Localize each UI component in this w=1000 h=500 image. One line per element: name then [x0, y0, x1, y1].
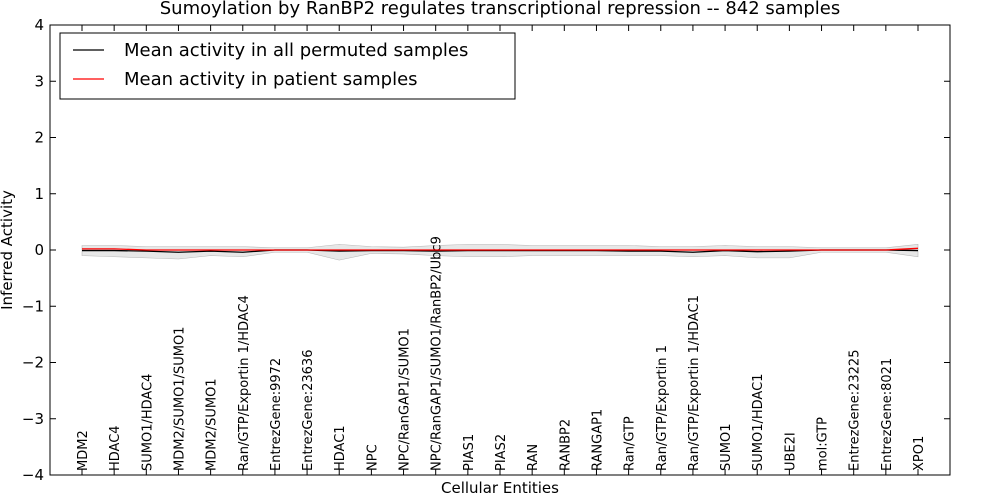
y-tick-label: −3 [22, 410, 44, 428]
x-tick-label: MDM2/SUMO1 [205, 378, 220, 471]
plot-frame [49, 24, 951, 476]
x-tick-label: Ran/GTP [623, 416, 638, 471]
y-tick-label: 3 [34, 72, 44, 90]
x-tick-label: NPC/RanGAP1/SUMO1/RanBP2/Ubc9 [430, 236, 445, 471]
y-tick-label: −4 [22, 466, 44, 484]
x-tick-label: HDAC4 [108, 425, 123, 471]
x-tick-label: EntrezGene:9972 [269, 358, 284, 471]
x-tick-label: EntrezGene:23636 [301, 350, 316, 471]
x-tick-label: Ran/GTP/Exportin 1/HDAC4 [237, 295, 252, 471]
chart-title: Sumoylation by RanBP2 regulates transcri… [160, 0, 841, 19]
y-tick-label: 4 [34, 16, 44, 34]
x-tick-label: MDM2 [76, 430, 91, 471]
y-tick-label: 2 [34, 129, 44, 147]
x-tick-label: RAN [526, 444, 541, 471]
x-tick-label: RANGAP1 [590, 409, 605, 471]
x-tick-label: EntrezGene:8021 [880, 358, 895, 471]
x-tick-label: EntrezGene:23225 [848, 350, 863, 471]
x-tick-label: UBE2I [783, 432, 798, 471]
x-tick-label: SUMO1/HDAC1 [751, 374, 766, 471]
legend: Mean activity in all permuted samples Me… [59, 32, 516, 100]
y-tick-label: −2 [22, 354, 44, 372]
x-tick-label: Ran/GTP/Exportin 1/HDAC1 [687, 295, 702, 471]
x-tick-label: SUMO1 [719, 424, 734, 472]
x-tick-label: PIAS2 [494, 434, 509, 471]
y-tick-label: 0 [34, 241, 44, 259]
x-tick-label: RANBP2 [558, 419, 573, 471]
x-tick-label: Ran/GTP/Exportin 1 [655, 345, 670, 471]
x-tick-label: NPC [365, 444, 380, 471]
x-tick-label: MDM2/SUMO1/SUMO1 [172, 327, 187, 471]
y-tick-label: −1 [22, 297, 44, 315]
x-tick-label: PIAS1 [462, 434, 477, 471]
x-tick-label: NPC/RanGAP1/SUMO1 [398, 328, 413, 471]
legend-box [59, 32, 516, 100]
x-axis-label: Cellular Entities [441, 479, 559, 497]
x-tick-label: XPO1 [912, 436, 927, 471]
x-tick-label: HDAC1 [333, 425, 348, 471]
y-tick-label: 1 [34, 185, 44, 203]
legend-label-permuted: Mean activity in all permuted samples [124, 40, 468, 61]
x-tick-label: SUMO1/HDAC4 [140, 374, 155, 471]
x-tick-label: mol:GTP [816, 417, 831, 471]
y-axis-label: Inferred Activity [0, 190, 16, 310]
series-line-patient [82, 247, 919, 251]
permutation-band [81, 244, 919, 261]
legend-label-patient: Mean activity in patient samples [124, 69, 418, 90]
